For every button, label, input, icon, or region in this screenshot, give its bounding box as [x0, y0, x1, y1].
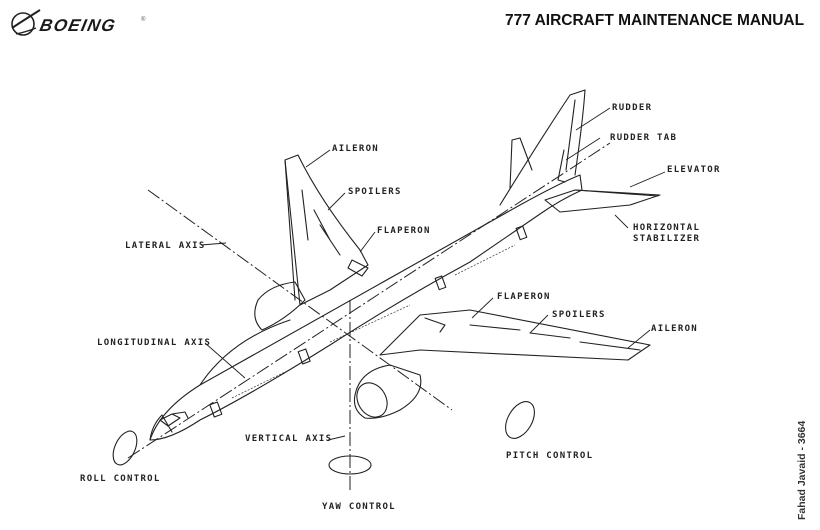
fuselage: [149, 174, 583, 441]
left-engine: [254, 281, 306, 331]
pitch-arrow: [505, 401, 535, 439]
left-horizontal-stabilizer: [509, 137, 533, 189]
cabin-windows: [231, 244, 516, 399]
yaw-arrow: [328, 455, 372, 475]
horizontal-stabilizer: [544, 189, 661, 213]
label-spoilers-left: SPOILERS: [348, 187, 402, 197]
right-wing-flaperon: [424, 317, 446, 333]
right-wing: [379, 309, 651, 361]
label-longitudinal-axis: LONGITUDINAL AXIS: [97, 338, 212, 348]
label-flaperon-left: FLAPERON: [377, 226, 431, 236]
nose-cone: [149, 414, 173, 441]
longitudinal-axis: [127, 142, 611, 459]
label-lateral-axis: LATERAL AXIS: [125, 241, 206, 251]
leader-rudder-tab: [565, 137, 601, 161]
leader-horizontal-stabilizer: [614, 214, 629, 229]
leader-aileron-left: [305, 149, 331, 168]
label-vertical-axis: VERTICAL AXIS: [245, 434, 333, 444]
left-wing-leading-edge: [284, 159, 296, 301]
page-title: 777 AIRCRAFT MAINTENANCE MANUAL: [505, 12, 805, 29]
left-wing-spoilers: [301, 189, 341, 256]
right-engine: [353, 364, 422, 419]
leader-flaperon-right: [471, 297, 494, 319]
fuselage-top-line: [199, 319, 291, 386]
label-yaw-control: YAW CONTROL: [322, 502, 396, 512]
door: [297, 348, 311, 365]
elevator: [574, 189, 659, 197]
right-wing-aileron: [579, 341, 641, 351]
author-credit: Fahad Javaid - 3664: [796, 420, 808, 520]
label-aileron-left: AILERON: [332, 144, 380, 154]
leader-vertical-axis: [327, 435, 346, 441]
label-spoilers-right: SPOILERS: [552, 310, 606, 320]
right-wing-spoilers: [469, 324, 571, 339]
label-horizontal-stabilizer-2: STABILIZER: [633, 234, 701, 244]
label-horizontal-stabilizer-1: HORIZONTAL: [633, 223, 701, 233]
label-flaperon-right: FLAPERON: [497, 292, 551, 302]
roll-arrow: [112, 430, 138, 466]
boeing-globe-icon: [11, 9, 41, 36]
leader-rudder: [575, 107, 611, 131]
label-pitch-control: PITCH CONTROL: [506, 451, 594, 461]
boeing-logo: BOEING ®: [6, 6, 156, 36]
leader-spoilers-left: [327, 192, 346, 211]
label-roll-control: ROLL CONTROL: [80, 474, 161, 484]
leader-elevator: [629, 171, 666, 188]
rudder: [565, 99, 576, 171]
cockpit-windows: [159, 411, 189, 427]
door: [209, 401, 223, 418]
label-rudder: RUDDER: [612, 103, 653, 113]
left-wing: [284, 154, 369, 306]
label-elevator: ELEVATOR: [667, 165, 721, 175]
label-rudder-tab: RUDDER TAB: [610, 133, 678, 143]
leader-longitudinal-axis: [204, 342, 246, 379]
left-flaperon: [347, 259, 369, 277]
door: [515, 225, 528, 241]
rudder-tab: [557, 149, 566, 183]
leader-flaperon-left: [359, 231, 376, 253]
lateral-axis: [147, 189, 453, 411]
right-engine-inlet: [356, 382, 388, 418]
leader-lateral-axis: [200, 242, 227, 246]
vertical-stabilizer: [499, 89, 586, 206]
leader-spoilers-right: [529, 314, 549, 334]
leader-aileron-right: [627, 329, 651, 349]
label-aileron-right: AILERON: [651, 324, 699, 334]
registered-mark: ®: [141, 17, 146, 23]
door: [434, 275, 447, 291]
